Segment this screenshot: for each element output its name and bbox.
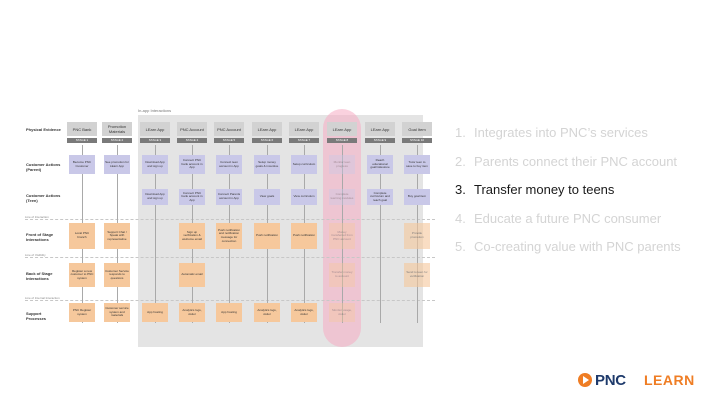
front_stage-card: Support Chat / Speak with representative [104,223,130,249]
step-item: 1. Integrates into PNC’s services [455,124,720,153]
column-header: LEarn App [365,122,395,136]
parent_actions-card: Connect teen account in App [216,155,242,174]
connector-line [342,145,343,323]
column-header: LEarn App [140,122,170,136]
step-item-active: 3. Transfer money to teens [455,181,720,210]
column-header: LEarn App [252,122,282,136]
column-header: PNC Account [214,122,244,136]
teen_actions-card: Connect Parents account in App [216,189,242,205]
column-header: PNC Bank [67,122,97,136]
support-card: Monitor usage, visitor [329,303,355,322]
row-label: Back of Stage Interactions [26,271,53,281]
parent_actions-card: See promotion for LEarn App [104,155,130,174]
support-card: PNC Register system [69,303,95,322]
support-card: App hosting [216,303,242,322]
pnc-logo-text: PNC [595,371,626,389]
learn-logo: LEARN [644,372,695,388]
connector-line [155,145,156,323]
step-text: Educate a future PNC consumer [474,210,662,226]
support-card: Analytics logs, visitor [179,303,205,322]
column-header: LEarn App [289,122,319,136]
teen_actions-card: Complete learning modules [329,189,355,205]
back_stage-card: Send to teen for verification [404,263,430,287]
column-header: Promotion Materials [102,122,132,136]
stage-tag: STAGE 5 [214,138,244,143]
support-card: Analytics logs, visitor [254,303,280,322]
front_stage-card: Sign up verification & welcome email [179,223,205,249]
back_stage-card: Customer Service responds to questions [104,263,130,287]
step-number: 4. [455,210,466,226]
stage-tag: STAGE 2 [102,138,132,143]
parent_actions-card: Tutor teen to save to buy item [404,155,430,174]
stage-tag: STAGE 8 [327,138,357,143]
back_stage-card: Register a new customer to PNC system [69,263,95,287]
column-header: Goal Item [402,122,432,136]
parent_actions-card: Connect PNC bank account in App [179,155,205,174]
step-number: 2. [455,153,466,169]
stage-tag: STAGE 1 [67,138,97,143]
front_stage-card: Provide promotion [404,223,430,249]
front_stage-card: Money transferred from PNC account [329,223,355,249]
step-text: Co-creating value with PNC parents [474,239,681,255]
front_stage-card: Local PNC branch [69,223,95,249]
parent_actions-card: Become PNC Customer [69,155,95,174]
step-item: 2. Parents connect their PNC account [455,153,720,182]
parent_actions-card: Setup curriculum [291,155,317,174]
support-card: Analytics logs, visitor [291,303,317,322]
step-item: 4. Educate a future PNC consumer [455,210,720,239]
step-number: 5. [455,239,466,255]
row-label: Physical Evidence [26,127,61,132]
step-item: 5. Co-creating value with PNC parents [455,238,720,267]
row-label: Front of Stage Interactions [26,232,54,242]
column-header: PNC Account [177,122,207,136]
step-number: 3. [455,182,466,198]
back_stage-card: Automatic email [179,263,205,287]
teen_actions-card: Buy goal item [404,189,430,205]
line-of-internal-interaction [25,300,435,301]
pnc-logo: PNC [578,371,626,389]
support-card: App hosting [142,303,168,322]
stage-tag: STAGE 4 [177,138,207,143]
connector-line [380,145,381,323]
line-of-visibility [25,257,435,258]
row-label: Support Processes [26,311,47,321]
line-of-interaction [25,219,435,220]
parent_actions-card: Monitor teen progress [329,155,355,174]
stage-tag: STAGE 10 [402,138,432,143]
column-header: LEarn App [327,122,357,136]
parent_actions-card: Download App and sign up [142,155,168,174]
line-label: Line of Visibility [25,253,46,257]
stage-tag: STAGE 9 [365,138,395,143]
pnc-mark-icon [578,373,592,387]
inapp-label: In-app Interactions [138,108,172,113]
teen_actions-card: View curriculum [291,189,317,205]
parent_actions-card: Setup money goals & incentive [254,155,280,174]
stage-tag: STAGE 7 [289,138,319,143]
teen_actions-card: View goals [254,189,280,205]
parent_actions-card: Reach educational goal/milestone [367,155,393,174]
teen_actions-card: Download App and sign up [142,189,168,205]
teen_actions-card: Connect PNC bank account in App [179,189,205,205]
steps-list: 1. Integrates into PNC’s services 2. Paren… [455,124,720,267]
back_stage-card: Transfer money to account [329,263,355,287]
service-blueprint: In-app Interactions Line of Interaction … [25,105,435,347]
stage-tag: STAGE 6 [252,138,282,143]
front_stage-card: Push notification [291,223,317,249]
front_stage-card: Push notification and notification messa… [216,223,242,249]
support-card: Customer service system and materials [104,303,130,322]
stage-tag: STAGE 3 [140,138,170,143]
teen_actions-card: Complete curriculum and reach goal [367,189,393,205]
row-label: Customer Actions (Teen) [26,193,61,203]
line-label: Line of Interaction [25,215,49,219]
step-text: Integrates into PNC’s services [474,125,648,140]
step-text: Transfer money to teens [474,182,615,198]
step-number: 1. [455,125,466,140]
line-label: Line of Internal Interaction [25,296,60,300]
front_stage-card: Push notification [254,223,280,249]
step-text: Parents connect their PNC account [474,153,678,169]
row-label: Customer Actions (Parent) [26,162,61,172]
